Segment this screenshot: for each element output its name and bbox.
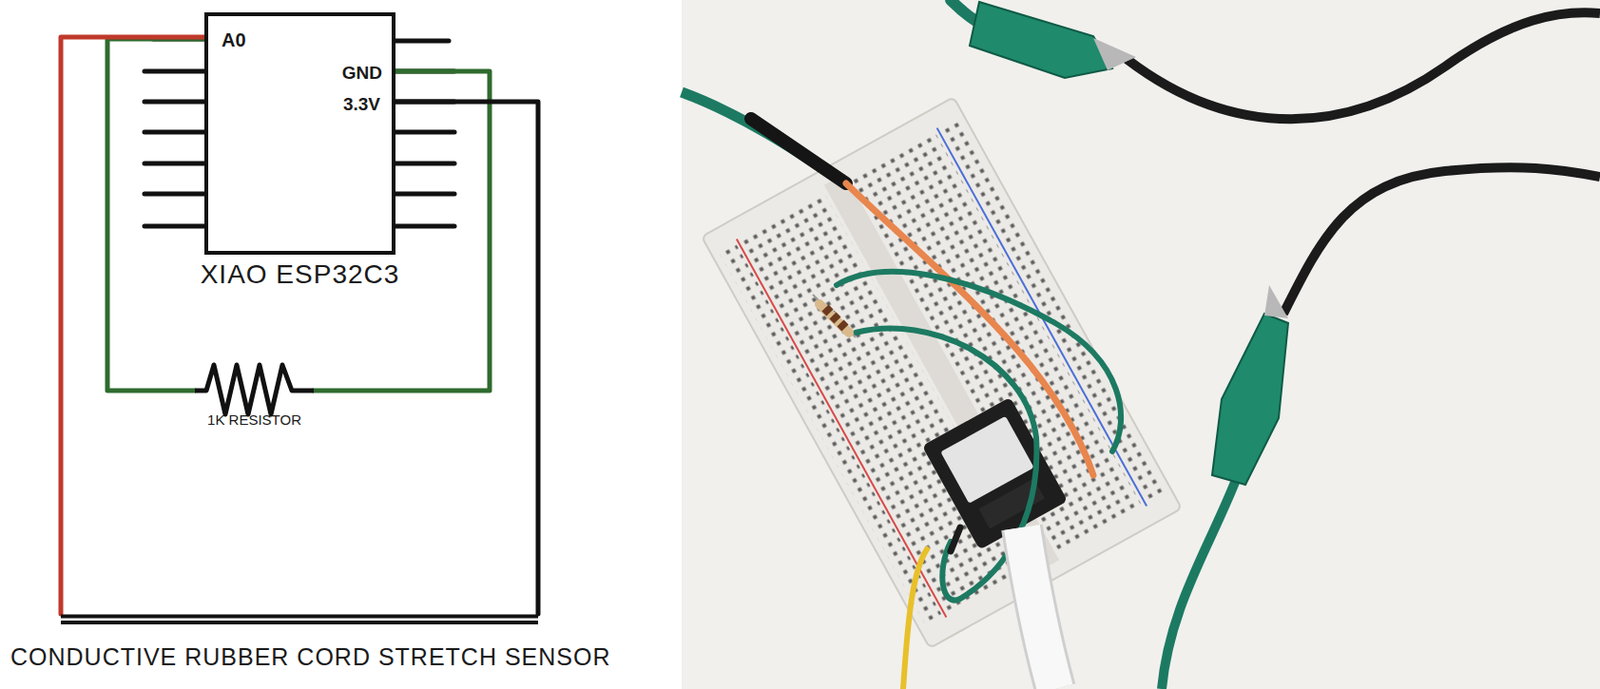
resistor-label: 1K RESISTOR — [207, 412, 302, 429]
jumper-wire — [681, 92, 847, 184]
wire — [107, 38, 205, 391]
jumper-wire — [903, 549, 927, 689]
resistor-symbol: 1K RESISTOR — [194, 359, 314, 450]
resistor-part — [812, 294, 856, 338]
usb-cable — [1021, 527, 1056, 689]
pin-label: 3.3V — [343, 95, 381, 116]
pin-label: A0 — [221, 29, 247, 51]
black-lead — [1283, 167, 1600, 314]
alligator-clip — [969, 1, 1137, 78]
black-lead — [1126, 12, 1600, 119]
rubber-cord — [7, 614, 618, 628]
wire — [60, 37, 205, 615]
breadboard — [701, 96, 1182, 649]
pin-label: GND — [342, 63, 383, 84]
microcontroller-box: A0GND3.3VXIAO ESP32C3 — [204, 12, 396, 255]
stretch-sensor: CONDUCTIVE RUBBER CORD STRETCH SENSOR — [7, 614, 618, 675]
photo-ground — [681, 0, 1600, 689]
wire — [395, 101, 539, 615]
board-name: XIAO ESP32C3 — [200, 260, 401, 290]
sensor-label: CONDUCTIVE RUBBER CORD STRETCH SENSOR — [10, 644, 612, 672]
alligator-clip — [1212, 285, 1289, 485]
jumper-wire — [836, 271, 1121, 452]
heat-shrink — [751, 118, 847, 184]
wire — [313, 71, 490, 391]
jumper-wire — [950, 527, 961, 552]
usb-cable — [1021, 527, 1056, 689]
